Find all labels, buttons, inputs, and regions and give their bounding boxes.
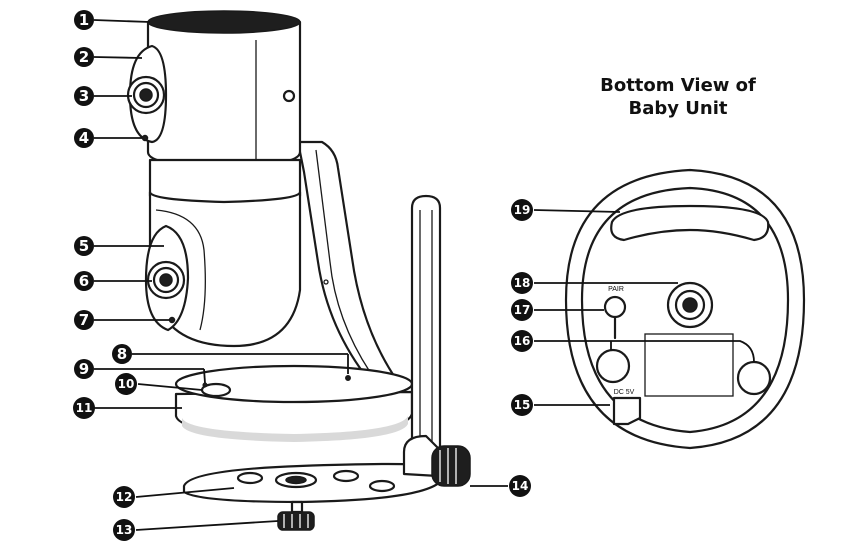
svg-text:18: 18 <box>514 276 531 290</box>
svg-text:13: 13 <box>116 523 133 537</box>
callout-10: 10 <box>115 373 137 395</box>
mount-arm <box>410 194 442 452</box>
camera-lower-body <box>148 190 302 348</box>
callout-18: 18 <box>511 272 533 294</box>
camera-illustration <box>126 10 471 531</box>
bottom-view-illustration: PAIR DC 5V <box>564 168 806 450</box>
callout-17: 17 <box>511 299 533 321</box>
callout-2: 2 <box>74 47 94 67</box>
svg-text:7: 7 <box>79 311 89 329</box>
rubber-foot-left <box>595 348 631 384</box>
svg-text:1: 1 <box>79 11 89 29</box>
svg-text:11: 11 <box>76 401 93 415</box>
svg-text:4: 4 <box>79 129 89 147</box>
base-indicator <box>345 375 351 381</box>
bottom-view-title: Bottom View of Baby Unit <box>580 74 776 120</box>
svg-text:14: 14 <box>512 479 529 493</box>
callout-13: 13 <box>113 519 135 541</box>
svg-text:2: 2 <box>79 48 89 66</box>
callout-3: 3 <box>74 86 94 106</box>
svg-text:10: 10 <box>118 377 135 391</box>
top-speaker-grille <box>147 10 301 34</box>
callout-4: 4 <box>74 128 94 148</box>
svg-text:17: 17 <box>514 303 531 317</box>
callout-14: 14 <box>509 475 531 497</box>
rubber-foot-strip <box>610 204 770 242</box>
callout-8: 8 <box>112 344 132 364</box>
rubber-foot-right <box>736 360 772 396</box>
callout-1: 1 <box>74 10 94 30</box>
bottom-view-title-line2: Baby Unit <box>628 98 728 119</box>
dc-port <box>612 396 642 426</box>
leader-lines <box>93 19 755 531</box>
bottom-view-title-line1: Bottom View of <box>600 75 756 96</box>
svg-text:3: 3 <box>79 87 89 105</box>
svg-text:9: 9 <box>79 360 89 378</box>
callout-15: 15 <box>511 394 533 416</box>
callout-9: 9 <box>74 359 94 379</box>
svg-text:6: 6 <box>79 272 89 290</box>
callout-12: 12 <box>113 486 135 508</box>
callout-6: 6 <box>74 271 94 291</box>
dc-label: DC 5V <box>614 389 635 396</box>
label-panel <box>644 333 734 397</box>
mounting-screw <box>290 500 304 514</box>
svg-text:19: 19 <box>514 203 531 217</box>
svg-text:15: 15 <box>514 398 531 412</box>
stand-arm <box>296 140 400 386</box>
callout-7: 7 <box>74 310 94 330</box>
callout-16: 16 <box>511 330 533 352</box>
lower-indicator <box>168 316 176 324</box>
svg-text:12: 12 <box>116 490 133 504</box>
svg-text:8: 8 <box>117 345 127 363</box>
callout-19: 19 <box>511 199 533 221</box>
adjustment-knob <box>431 445 471 487</box>
camera-upper-body <box>146 20 302 168</box>
svg-text:5: 5 <box>79 237 89 255</box>
callout-11: 11 <box>73 397 95 419</box>
svg-text:16: 16 <box>514 334 531 348</box>
upper-indicator <box>141 134 149 142</box>
callout-5: 5 <box>74 236 94 256</box>
pair-label: PAIR <box>608 286 624 293</box>
pair-button <box>603 295 627 319</box>
